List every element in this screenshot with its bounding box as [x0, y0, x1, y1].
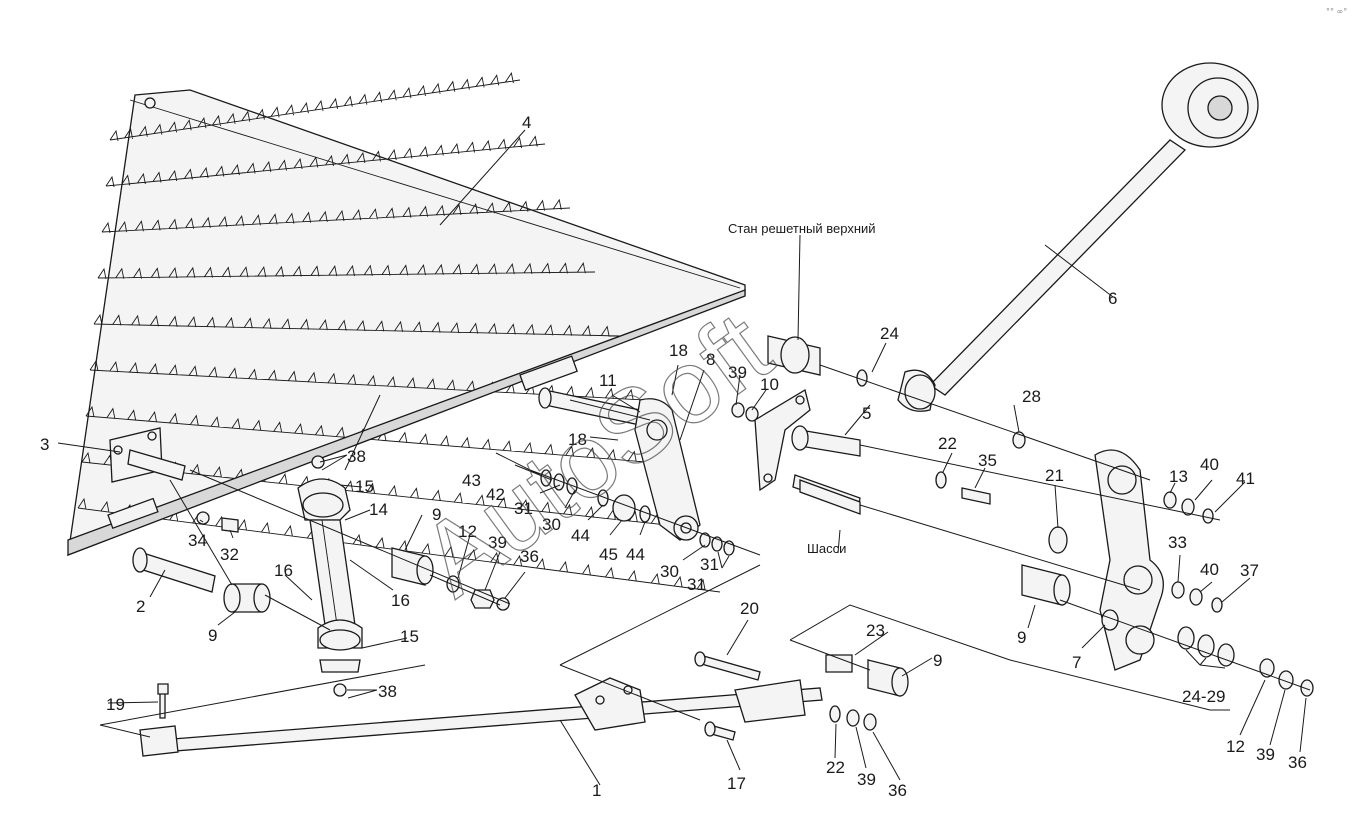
callout-9-center: 9 [432, 505, 441, 524]
callout-24-29: 24-29 [1182, 687, 1225, 706]
fasteners-left [196, 511, 239, 533]
bushing-9-lower [867, 659, 909, 697]
bolt-17-20 [694, 651, 853, 741]
callout-45: 45 [599, 545, 618, 564]
shaft-chassis [799, 479, 861, 515]
callout-12-center: 12 [458, 522, 477, 541]
callout-20: 20 [740, 599, 759, 618]
callout-4: 4 [522, 113, 531, 132]
callout-42: 42 [486, 485, 505, 504]
callout-24: 24 [880, 324, 899, 343]
leader-lines [57, 129, 1307, 786]
bushing-9-right [1021, 564, 1071, 606]
callout-9-right: 9 [1017, 628, 1026, 647]
callout-39-center: 39 [488, 533, 507, 552]
callout-41: 41 [1236, 469, 1255, 488]
callout-6: 6 [1108, 289, 1117, 308]
callout-30-center: 30 [542, 515, 561, 534]
callout-21: 21 [1045, 466, 1064, 485]
callout-22-lower: 22 [826, 758, 845, 777]
callout-34: 34 [188, 531, 207, 550]
bushing-9-left [223, 583, 271, 613]
callout-28: 28 [1022, 387, 1041, 406]
callout-31-right: 31 [700, 555, 719, 574]
callout-16-right: 16 [391, 591, 410, 610]
callout-11: 11 [599, 371, 617, 390]
callout-15-upper: 15 [355, 477, 374, 496]
sieve-frame [67, 71, 746, 593]
washers-right [731, 369, 1314, 697]
callout-8: 8 [706, 350, 715, 369]
callout-43: 43 [462, 471, 481, 490]
callout-3: 3 [40, 435, 49, 454]
callout-22-upper: 22 [938, 434, 957, 453]
callout-5: 5 [862, 404, 871, 423]
callout-14: 14 [369, 500, 388, 519]
callouts: 1 2 3 4 5 6 7 8 9 9 9 9 10 11 12 12 13 1… [40, 113, 1307, 800]
callout-31-center: 31 [514, 499, 533, 518]
callout-30-right: 30 [660, 562, 679, 581]
bushing-9-center [391, 547, 434, 586]
callout-38-upper: 38 [347, 447, 366, 466]
callout-44-right: 44 [626, 545, 645, 564]
callout-9-lower: 9 [933, 651, 942, 670]
callout-2: 2 [136, 597, 145, 616]
callout-13: 13 [1169, 467, 1188, 486]
note-chassis: Шасси [807, 541, 846, 556]
callout-33: 33 [1168, 533, 1187, 552]
upper-sieve-shaft [767, 335, 821, 376]
bell-crank-7 [1094, 449, 1164, 671]
callout-23: 23 [866, 621, 885, 640]
callout-36-right: 36 [1288, 753, 1307, 772]
callout-18-upper: 18 [669, 341, 688, 360]
crank-arm-6 [897, 62, 1259, 412]
callout-31-lower: 31 [687, 575, 706, 594]
rear-hanger-assembly [109, 427, 216, 593]
callout-10: 10 [760, 375, 779, 394]
corner-mark: °° ∞° [1326, 7, 1347, 16]
callout-35: 35 [978, 451, 997, 470]
callout-17: 17 [727, 774, 746, 793]
callout-19: 19 [106, 695, 125, 714]
callout-9-left: 9 [208, 626, 217, 645]
callout-7: 7 [1072, 653, 1081, 672]
note-upper-sieve: Стан решетный верхний [728, 221, 876, 236]
callout-38-lower: 38 [378, 682, 397, 701]
callout-39-upper: 39 [728, 363, 747, 382]
callout-15-lower: 15 [400, 627, 419, 646]
washers-22-39-36 [829, 705, 877, 731]
pitman-rod-1 [139, 677, 823, 757]
callout-32: 32 [220, 545, 239, 564]
center-lines [99, 364, 1311, 738]
callout-40-lower: 40 [1200, 560, 1219, 579]
callout-44-left: 44 [571, 526, 590, 545]
callout-39-right: 39 [1256, 745, 1275, 764]
callout-37: 37 [1240, 561, 1259, 580]
callout-39-lower: 39 [857, 770, 876, 789]
callout-1: 1 [592, 781, 601, 800]
callout-12-right: 12 [1226, 737, 1245, 756]
callout-36-lower: 36 [888, 781, 907, 800]
callout-16-left: 16 [274, 561, 293, 580]
connecting-rod-14 [297, 455, 363, 697]
callout-18-lower: 18 [568, 430, 587, 449]
callout-40-upper: 40 [1200, 455, 1219, 474]
callout-36-center: 36 [520, 547, 539, 566]
drive-arm-8 [538, 387, 701, 541]
